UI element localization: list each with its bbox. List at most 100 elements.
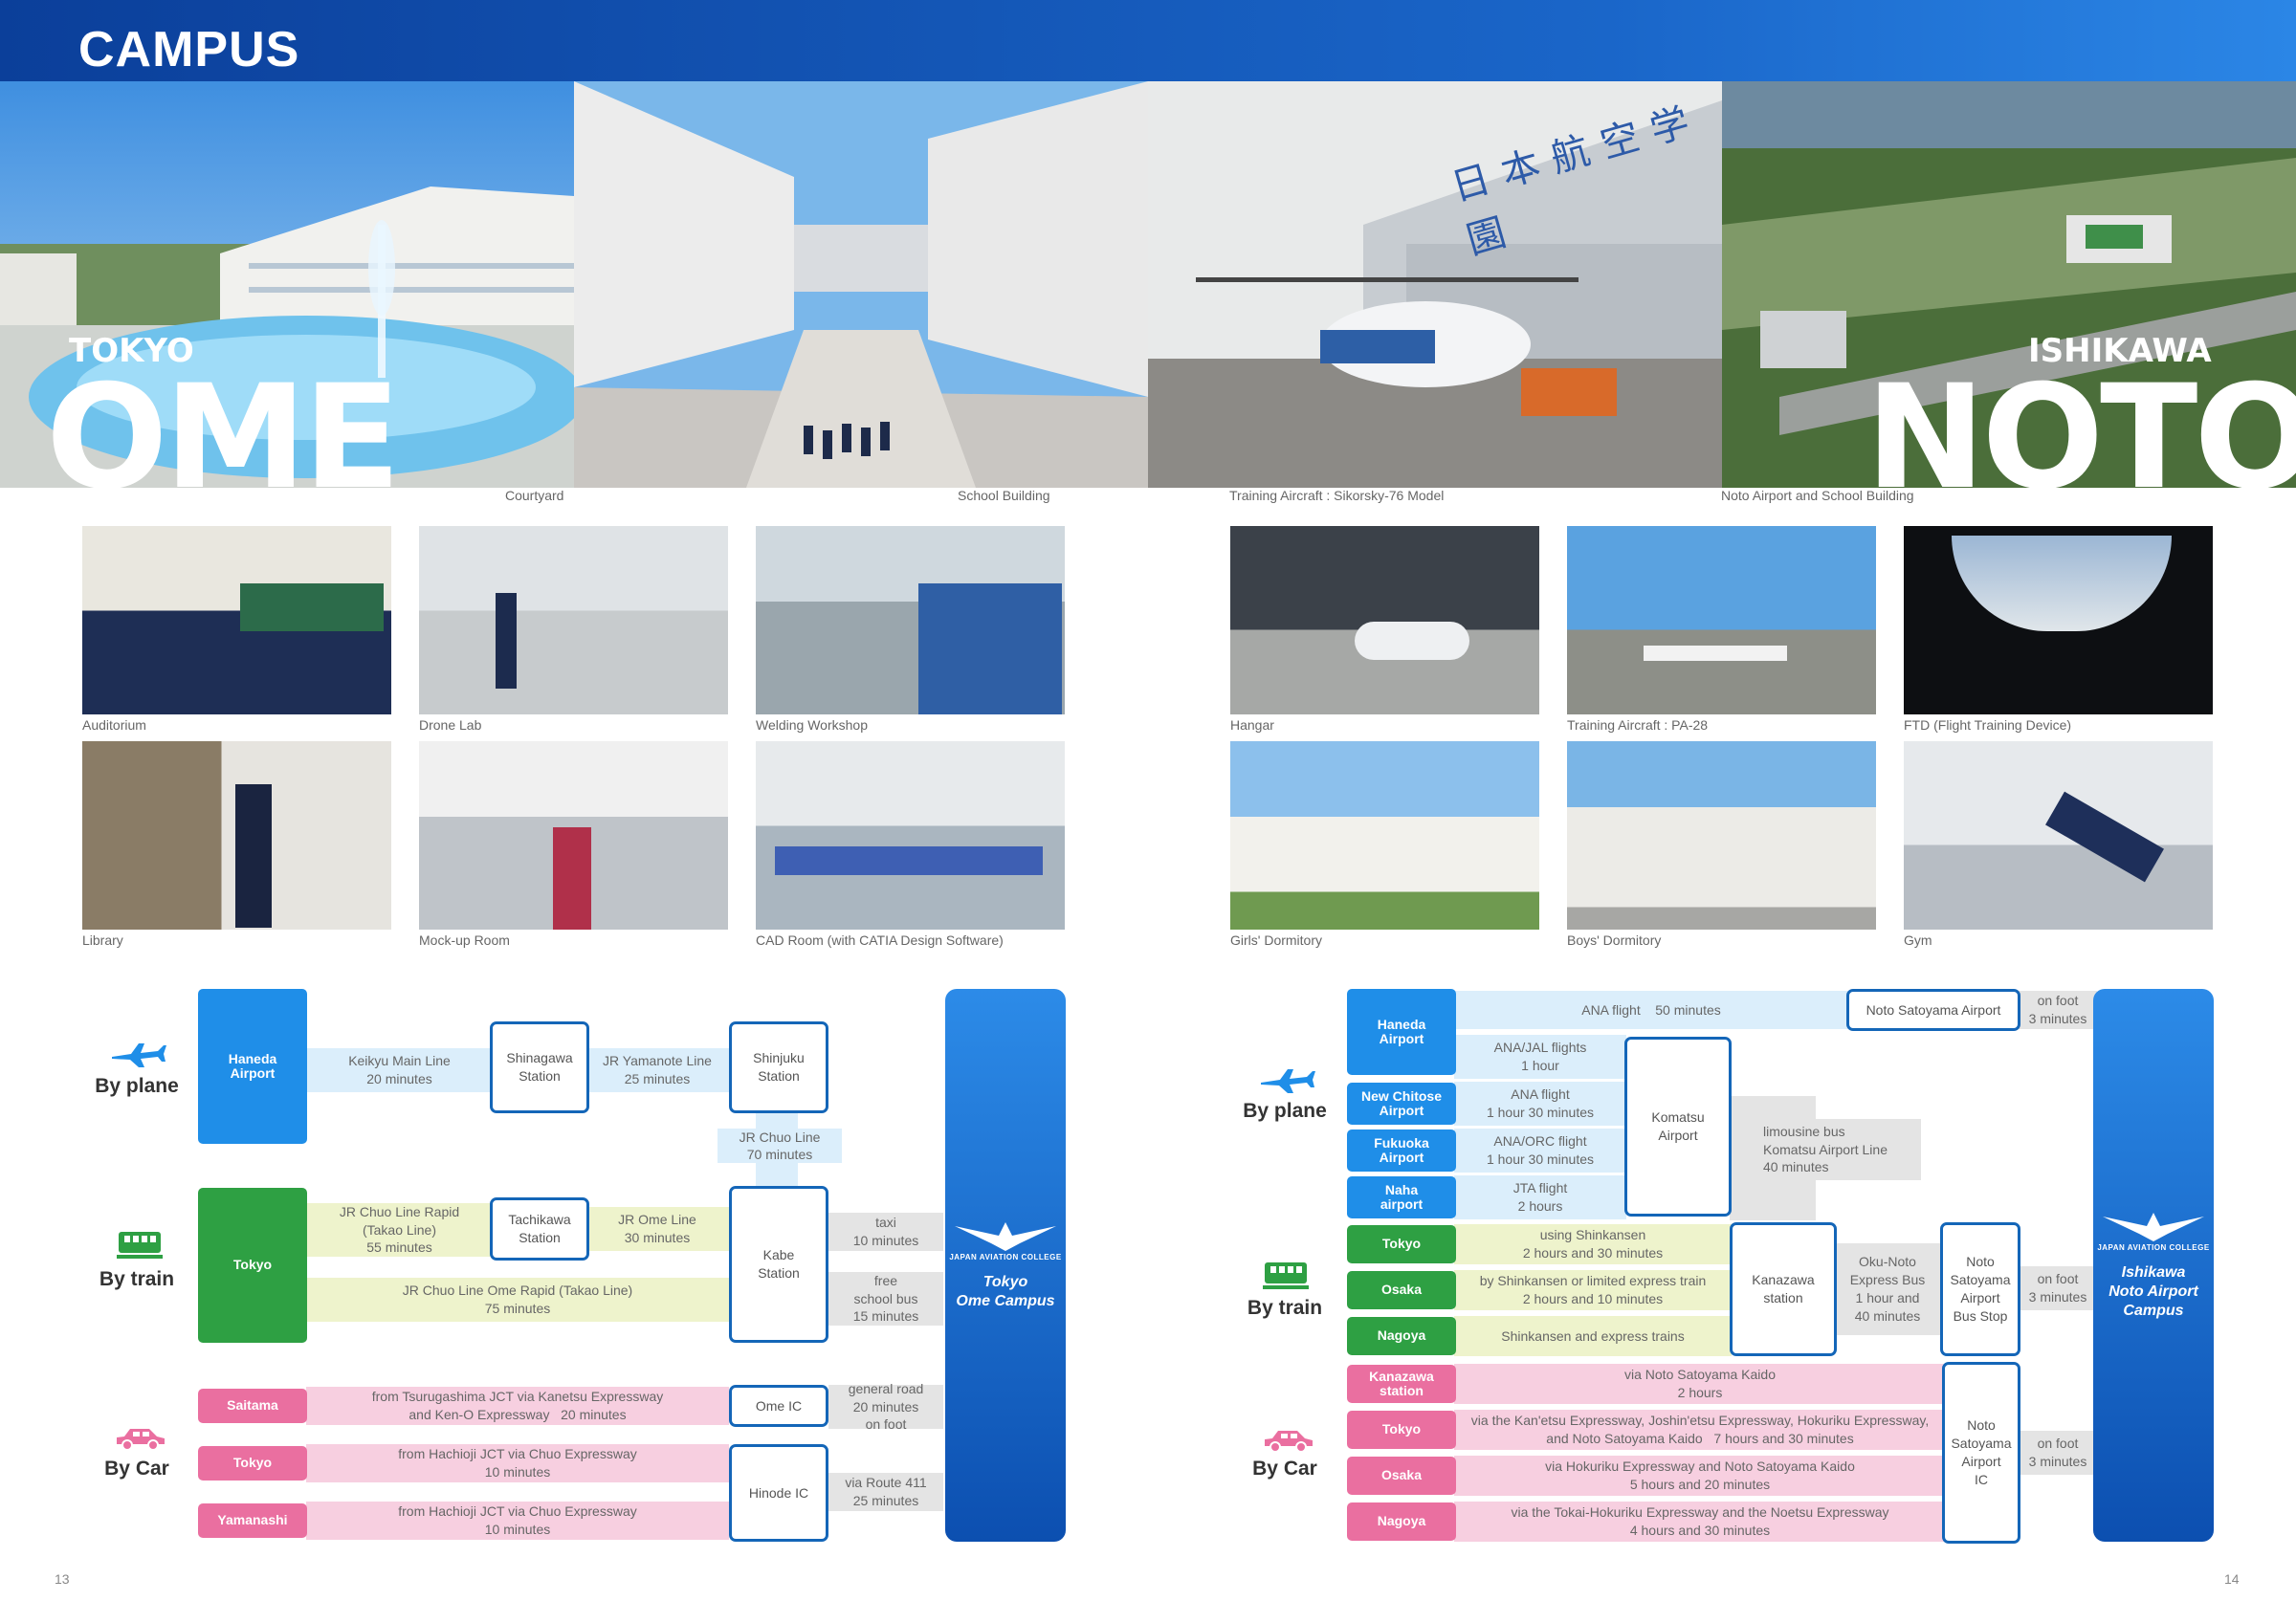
line-yamanote: JR Yamanote Line 25 minutes [585,1048,729,1092]
origin-tokyo-car-right: Tokyo [1347,1411,1456,1449]
caption-gym: Gym [1904,932,1932,948]
jac-logo-icon [955,1221,1056,1251]
line-keikyu: Keikyu Main Line 20 minutes [306,1048,493,1092]
photo-welding-workshop [756,526,1065,714]
route-nagoya-car-text: via the Tokai-Hokuriku Expressway and th… [1511,1504,1889,1538]
plane-icon [112,1043,166,1067]
line-naha-text: JTA flight 2 hours [1512,1180,1568,1214]
caption-training-aircraft: Training Aircraft : Sikorsky-76 Model [1229,488,1445,503]
airport-komatsu: Komatsu Airport [1624,1037,1732,1217]
route-411-text: via Route 411 25 minutes [845,1475,927,1508]
route-taxi-text: taxi 10 minutes [852,1215,919,1248]
photo-ftd [1904,526,2213,714]
route-kanazawa-car-text: via Noto Satoyama Kaido 2 hours [1624,1367,1776,1400]
route-onfoot-1-text: on foot 3 minutes [2028,993,2087,1026]
car-icon [117,1429,165,1451]
caption-noto-airport: Noto Airport and School Building [1721,488,1914,503]
bus-stop-noto: Noto Satoyama Airport Bus Stop [1940,1222,2020,1356]
route-okunoto-text: Oku-Noto Express Bus 1 hour and 40 minut… [1849,1254,1926,1324]
station-shinagawa: Shinagawa Station [490,1021,589,1113]
line-chuo-ome-rapid: JR Chuo Line Ome Rapid (Takao Line) 75 m… [306,1278,729,1322]
route-bus: free school bus 15 minutes [828,1272,943,1326]
hero-tokyo-label: TOKYO [69,332,194,370]
line-tokyo-train: using Shinkansen 2 hours and 30 minutes [1454,1224,1732,1264]
route-onfoot-1: on foot 3 minutes [2019,991,2097,1029]
page-title: CAMPUS [78,22,300,77]
photo-pa28 [1567,526,1876,714]
line-ana-jal-text: ANA/JAL flights 1 hour [1493,1040,1587,1073]
line-nagoya-train: Shinkansen and express trains [1454,1316,1732,1356]
photo-auditorium [82,526,391,714]
hero-ishikawa-label: ISHIKAWA [2028,332,2212,370]
route-nagoya-car: via the Tokai-Hokuriku Expressway and th… [1454,1502,1946,1542]
photo-library [82,741,391,930]
caption-ftd: FTD (Flight Training Device) [1904,717,2072,733]
route-tokyo-car-right-text: via the Kan'etsu Expressway, Joshin'etsu… [1470,1413,1930,1446]
route-kanazawa-car: via Noto Satoyama Kaido 2 hours [1454,1364,1946,1404]
destination-ome-campus: JAPAN AVIATION COLLEGE Tokyo Ome Campus [945,989,1066,1542]
route-okunoto: Oku-Noto Express Bus 1 hour and 40 minut… [1835,1243,1940,1335]
line-nagoya-train-text: Shinkansen and express trains [1501,1327,1685,1344]
photo-school-building [574,81,1148,488]
line-ome-text: JR Ome Line 30 minutes [618,1212,696,1245]
route-saitama: from Tsurugashima JCT via Kanetsu Expres… [306,1387,729,1425]
station-shinjuku: Shinjuku Station [729,1021,828,1113]
line-tokyo-train-text: using Shinkansen 2 hours and 30 minutes [1522,1227,1664,1261]
mode-label-train-right: By train [1247,1297,1323,1319]
origin-osaka-car: Osaka [1347,1457,1456,1495]
mode-label-train: By train [99,1268,175,1290]
caption-library: Library [82,932,123,948]
line-osaka-train: by Shinkansen or limited express train 2… [1454,1270,1732,1310]
jac-logo-icon-right [2103,1212,2204,1241]
mode-label-plane-right: By plane [1243,1100,1327,1122]
photo-hangar [1230,526,1539,714]
train-icon-right [1263,1262,1309,1289]
origin-tokyo-right: Tokyo [1347,1225,1456,1263]
line-chitose-text: ANA flight 1 hour 30 minutes [1486,1086,1595,1120]
origin-haneda: Haneda Airport [198,989,307,1144]
station-kabe: Kabe Station [729,1186,828,1343]
photo-training-aircraft: 日本航空学園 [1148,81,1722,488]
line-chitose: ANA flight 1 hour 30 minutes [1454,1082,1626,1126]
origin-tokyo-car: Tokyo [198,1446,307,1480]
caption-courtyard: Courtyard [505,488,564,503]
origin-yamanashi: Yamanashi [198,1503,307,1538]
route-limousine-text: limousine bus Komatsu Airport Line 40 mi… [1763,1123,1888,1175]
station-kanazawa: Kanazawa station [1730,1222,1837,1356]
route-bus-text: free school bus 15 minutes [852,1272,919,1325]
line-osaka-train-text: by Shinkansen or limited express train 2… [1479,1273,1707,1306]
page-number-right: 14 [2224,1571,2240,1587]
line-chuo-text: JR Chuo Line 70 minutes [718,1129,842,1164]
route-tokyo-car-right: via the Kan'etsu Expressway, Joshin'etsu… [1454,1410,1946,1450]
car-icon-right [1265,1431,1313,1453]
caption-pa28: Training Aircraft : PA-28 [1567,717,1709,733]
mode-label-car-right: By Car [1252,1458,1317,1480]
photo-girls-dormitory [1230,741,1539,930]
caption-hangar: Hangar [1230,717,1274,733]
origin-osaka-right: Osaka [1347,1271,1456,1309]
ic-noto-satoyama: Noto Satoyama Airport IC [1942,1362,2020,1544]
college-name-left: JAPAN AVIATION COLLEGE [949,1252,1062,1261]
page-number-left: 13 [55,1571,70,1587]
caption-drone-lab: Drone Lab [419,717,482,733]
route-onfoot-2-text: on foot 3 minutes [2028,1271,2087,1305]
destination-noto-label: Ishikawa Noto Airport Campus [2108,1263,2198,1319]
photo-courtyard: TOKYO OME [0,81,574,488]
route-taxi: taxi 10 minutes [828,1213,943,1251]
caption-school-building: School Building [958,488,1050,503]
caption-girls-dormitory: Girls' Dormitory [1230,932,1323,948]
origin-nagoya-right: Nagoya [1347,1317,1456,1355]
route-tokyo-car-text: from Hachioji JCT via Chuo Expressway 10… [398,1446,637,1480]
line-ome: JR Ome Line 30 minutes [585,1207,729,1251]
route-onfoot-3: on foot 3 minutes [2019,1431,2097,1475]
photo-cad-room [756,741,1065,930]
origin-fukuoka: Fukuoka Airport [1347,1130,1456,1172]
line-ana-noto: ANA flight 50 minutes [1454,991,1848,1029]
line-ana-jal: ANA/JAL flights 1 hour [1454,1035,1626,1079]
photo-mockup-room [419,741,728,930]
origin-new-chitose: New Chitose Airport [1347,1083,1456,1125]
plane-icon-right [1261,1069,1315,1093]
line-fukuoka-text: ANA/ORC flight 1 hour 30 minutes [1486,1133,1595,1167]
line-chuo-rapid-text: JR Chuo Line Rapid (Takao Line) 55 minut… [339,1203,460,1256]
caption-cad-room: CAD Room (with CATIA Design Software) [756,932,1004,948]
